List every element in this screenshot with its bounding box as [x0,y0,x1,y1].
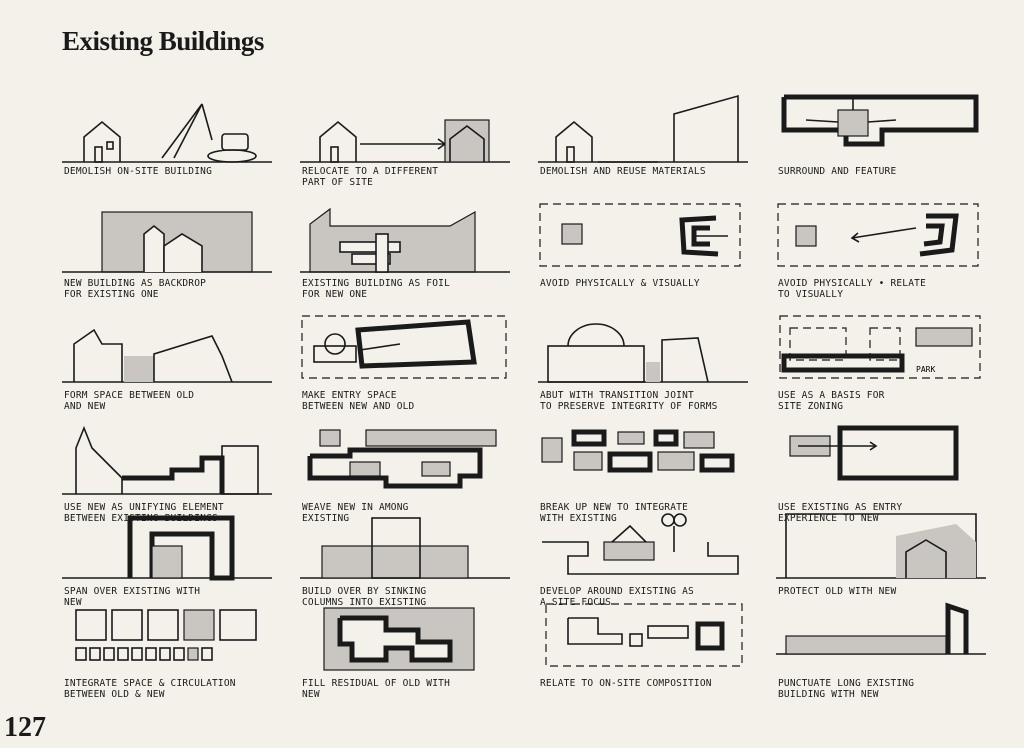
diagram-entry-space: MAKE ENTRY SPACE BETWEEN NEW AND OLD [294,315,520,416]
diagram-avoid: AVOID PHYSICALLY & VISUALLY [532,203,758,304]
sketch-protect-old [776,513,986,579]
diagram-abut-joint: ABUT WITH TRANSITION JOINT TO PRESERVE I… [532,316,758,416]
diagram-weave: WEAVE NEW IN AMONG EXISTING [294,428,520,528]
sketch-site-focus [542,513,739,575]
caption: ABUT WITH TRANSITION JOINT TO PRESERVE I… [540,390,718,412]
sketch-entry-experience [789,425,959,481]
sketch-integrate-space [75,609,257,661]
sketch-backdrop [62,211,272,273]
diagram-integrate-space: INTEGRATE SPACE & CIRCULATION BETWEEN OL… [56,604,282,704]
diagram-break-up: BREAK UP NEW TO INTEGRATE WITH EXISTING [532,428,758,528]
caption: DEMOLISH ON-SITE BUILDING [64,166,212,177]
caption: WEAVE NEW IN AMONG EXISTING [302,502,409,524]
sketch-weave [307,429,497,489]
diagram-grid: DEMOLISH ON-SITE BUILDING RELOCATE TO A … [56,92,1000,712]
sketch-avoid [539,203,741,267]
diagram-build-over: BUILD OVER BY SINKING COLUMNS INTO EXIST… [294,512,520,612]
diagram-surround-feature: SURROUND AND FEATURE [770,92,996,192]
diagram-backdrop: NEW BUILDING AS BACKDROP FOR EXISTING ON… [56,204,282,304]
sketch-site-composition [545,603,743,667]
sketch-span-over [62,515,272,581]
caption: DEMOLISH AND REUSE MATERIALS [540,166,706,177]
diagram-fill-residual: FILL RESIDUAL OF OLD WITH NEW [294,604,520,704]
sketch-demolish-reuse [538,94,748,163]
sketch-site-zoning: PARK [779,315,981,379]
caption: PROTECT OLD WITH NEW [778,586,897,597]
caption: USE EXISTING AS ENTRY EXPERIENCE TO NEW [778,502,903,524]
caption: USE AS A BASIS FOR SITE ZONING [778,390,885,412]
page-title: Existing Buildings [62,26,264,56]
caption: SURROUND AND FEATURE [778,166,897,177]
caption: FILL RESIDUAL OF OLD WITH NEW [302,678,450,700]
caption: DEVELOP AROUND EXISTING AS A SITE FOCUS [540,586,694,608]
diagram-demolish-on-site-building: DEMOLISH ON-SITE BUILDING [56,92,282,192]
diagram-entry-experience: USE EXISTING AS ENTRY EXPERIENCE TO NEW [770,425,996,528]
caption: BUILD OVER BY SINKING COLUMNS INTO EXIST… [302,586,427,608]
diagram-relate-visually: AVOID PHYSICALLY • RELATE TO VISUALLY [770,203,996,304]
caption: FORM SPACE BETWEEN OLD AND NEW [64,390,195,412]
diagram-punctuate: PUNCTUATE LONG EXISTING BUILDING WITH NE… [770,602,996,704]
sketch-abut-joint [538,323,748,383]
caption: AVOID PHYSICALLY • RELATE TO VISUALLY [778,278,926,300]
diagram-site-composition: RELATE TO ON-SITE COMPOSITION [532,603,758,704]
sketch-foil [300,207,510,273]
diagram-span-over: SPAN OVER EXISTING WITH NEW [56,512,282,612]
caption: MAKE ENTRY SPACE BETWEEN NEW AND OLD [302,390,415,412]
caption: RELOCATE TO A DIFFERENT PART OF SITE [302,166,439,188]
sketch-relocate [300,119,510,163]
sketch-break-up [541,429,735,473]
diagram-site-zoning: PARK USE AS A BASIS FOR SITE ZONING [770,315,996,416]
sketch-entry-space [301,315,507,379]
caption: EXISTING BUILDING AS FOIL FOR NEW ONE [302,278,450,300]
diagram-foil: EXISTING BUILDING AS FOIL FOR NEW ONE [294,204,520,304]
sketch-punctuate [776,602,986,655]
park-label: PARK [916,365,935,374]
sketch-fill-residual [323,607,475,671]
diagram-form-space: FORM SPACE BETWEEN OLD AND NEW [56,316,282,416]
sketch-build-over [300,517,510,579]
sketch-surround [781,94,979,147]
diagram-demolish-reuse: DEMOLISH AND REUSE MATERIALS [532,92,758,192]
sketch-unifying [62,425,272,495]
caption: SPAN OVER EXISTING WITH NEW [64,586,201,608]
sketch-demolish [62,103,272,163]
sketch-relate-visually [777,203,979,267]
sketch-form-space [62,328,272,383]
diagram-site-focus: DEVELOP AROUND EXISTING AS A SITE FOCUS [532,512,758,612]
caption: AVOID PHYSICALLY & VISUALLY [540,278,700,289]
diagram-relocate: RELOCATE TO A DIFFERENT PART OF SITE [294,92,520,192]
caption: INTEGRATE SPACE & CIRCULATION BETWEEN OL… [64,678,236,700]
caption: PUNCTUATE LONG EXISTING BUILDING WITH NE… [778,678,915,700]
caption: RELATE TO ON-SITE COMPOSITION [540,678,712,689]
caption: NEW BUILDING AS BACKDROP FOR EXISTING ON… [64,278,207,300]
page-number: 127 [4,712,46,743]
caption: BREAK UP NEW TO INTEGRATE WITH EXISTING [540,502,688,524]
diagram-protect-old: PROTECT OLD WITH NEW [770,512,996,612]
